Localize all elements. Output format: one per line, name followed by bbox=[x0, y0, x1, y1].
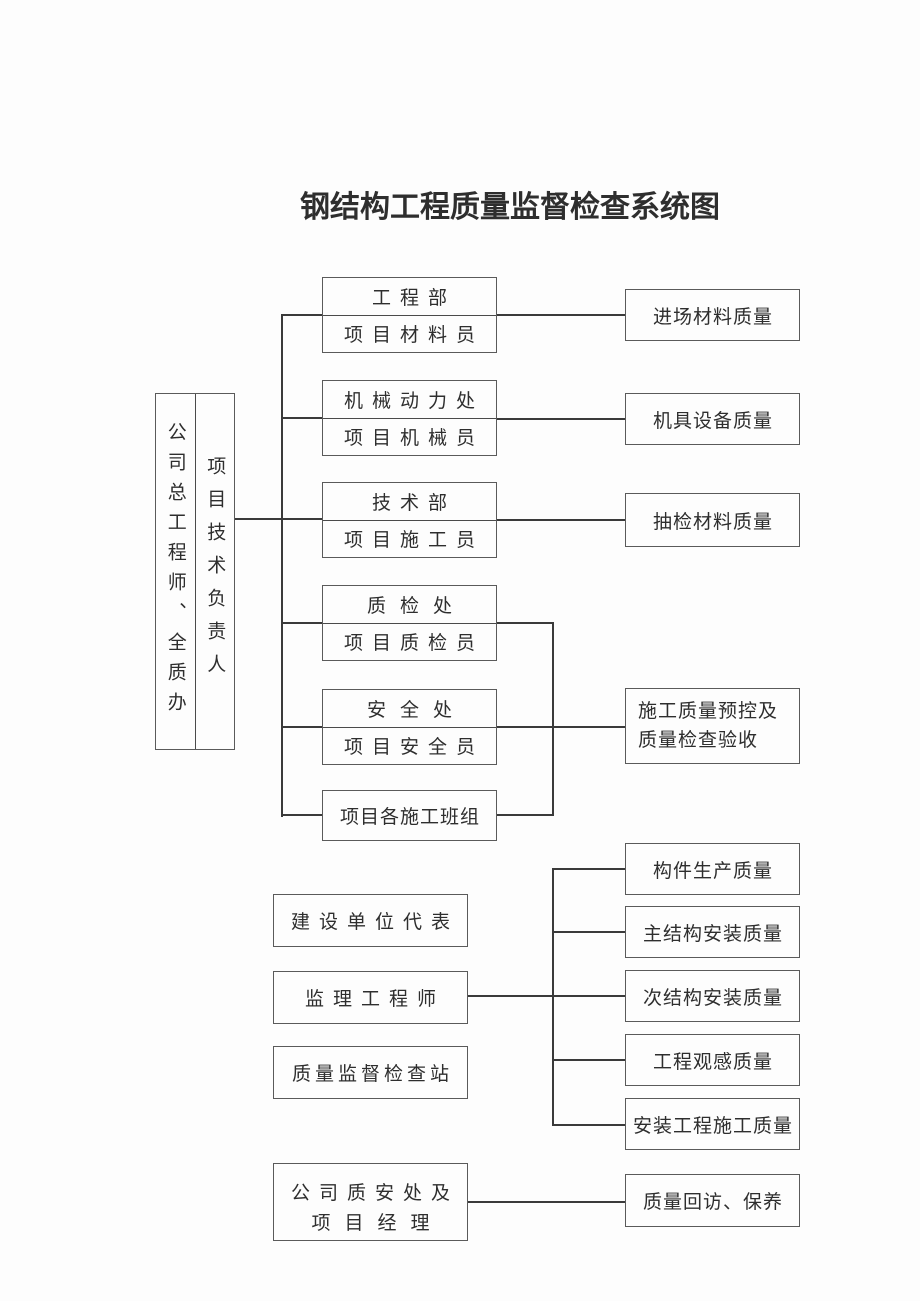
box-engineering-dept: 工程部 项目材料员 bbox=[322, 277, 497, 353]
quality-label: 抽检材料质量 bbox=[652, 511, 773, 533]
quality-label: 施工质量预控及质量检查验收 bbox=[638, 700, 779, 751]
box-return-visit-maintenance: 质量回访、保养 bbox=[625, 1174, 800, 1227]
box-safety-dept: 安全处 项目安全员 bbox=[322, 689, 497, 765]
supervision-label: 建设单位代表 bbox=[290, 912, 459, 933]
connector-line bbox=[235, 518, 322, 520]
box-precontrol-acceptance: 施工质量预控及质量检查验收 bbox=[625, 688, 800, 764]
quality-label: 工程观感质量 bbox=[652, 1051, 773, 1073]
connector-line bbox=[497, 418, 625, 420]
supervision-label: 监理工程师 bbox=[304, 989, 445, 1010]
chief-engineer-column: 公司总工程师、全质办 bbox=[156, 394, 196, 749]
connector-line bbox=[281, 314, 322, 316]
diagram-title: 钢结构工程质量监督检查系统图 bbox=[300, 191, 720, 224]
dept-name-row: 技术部 bbox=[323, 483, 496, 521]
dept-name-row: 机械动力处 bbox=[323, 381, 496, 419]
quality-label: 构件生产质量 bbox=[652, 860, 773, 882]
connector-line bbox=[468, 1201, 625, 1203]
dept-name-row: 工程部 bbox=[323, 278, 496, 316]
role-name-row: 项目材料员 bbox=[343, 325, 484, 347]
connector-line bbox=[552, 1059, 625, 1061]
connector-line bbox=[552, 868, 625, 870]
project-tech-lead-label: 项目技术负责人 bbox=[204, 456, 226, 687]
connector-line bbox=[497, 622, 554, 624]
box-appearance-quality: 工程观感质量 bbox=[625, 1034, 800, 1086]
role-name-row: 项目安全员 bbox=[343, 737, 484, 759]
box-main-structure-quality: 主结构安装质量 bbox=[625, 906, 800, 958]
connector-line bbox=[552, 868, 554, 1126]
connector-line bbox=[552, 622, 554, 816]
supervision-label-line1: 公司质安处及 bbox=[290, 1182, 459, 1204]
quality-label: 进场材料质量 bbox=[652, 306, 773, 328]
connector-line bbox=[281, 417, 322, 419]
box-equipment-quality: 机具设备质量 bbox=[625, 393, 800, 445]
quality-label: 质量回访、保养 bbox=[642, 1192, 783, 1213]
dept-name-row: 质检处 bbox=[323, 586, 496, 624]
connector-line bbox=[497, 726, 625, 728]
dept-name-row: 安全处 bbox=[323, 690, 496, 728]
quality-label: 次结构安装质量 bbox=[642, 987, 783, 1009]
quality-label: 安装工程施工质量 bbox=[632, 1115, 793, 1137]
box-incoming-material-quality: 进场材料质量 bbox=[625, 289, 800, 341]
quality-label: 机具设备质量 bbox=[652, 410, 773, 432]
box-installation-construction-quality: 安装工程施工质量 bbox=[625, 1098, 800, 1150]
crew-label: 项目各施工班组 bbox=[339, 807, 480, 828]
box-company-qa-project-manager: 公司质安处及 项目经理 bbox=[273, 1163, 468, 1241]
role-name-row: 项目施工员 bbox=[343, 530, 484, 552]
project-tech-lead-column: 项目技术负责人 bbox=[196, 394, 235, 749]
supervision-label: 质量监督检查站 bbox=[291, 1064, 453, 1085]
connector-line bbox=[497, 814, 554, 816]
connector-line bbox=[552, 931, 625, 933]
chief-engineer-label: 公司总工程师、全质办 bbox=[164, 421, 186, 722]
connector-line bbox=[281, 814, 322, 816]
box-inspection-station: 质量监督检查站 bbox=[273, 1046, 468, 1099]
quality-label: 主结构安装质量 bbox=[642, 923, 783, 945]
box-construction-crews: 项目各施工班组 bbox=[322, 790, 497, 841]
connector-line bbox=[281, 314, 283, 817]
connector-line bbox=[468, 995, 625, 997]
connector-line bbox=[552, 1124, 625, 1126]
role-name-row: 项目机械员 bbox=[343, 428, 484, 450]
role-name-row: 项目质检员 bbox=[343, 633, 484, 655]
supervision-label-line2: 项目经理 bbox=[311, 1212, 444, 1234]
box-chief-engineer-panel: 公司总工程师、全质办 项目技术负责人 bbox=[155, 393, 235, 750]
connector-line bbox=[281, 622, 322, 624]
box-machinery-dept: 机械动力处 项目机械员 bbox=[322, 380, 497, 456]
box-secondary-structure-quality: 次结构安装质量 bbox=[625, 970, 800, 1022]
connector-line bbox=[281, 726, 322, 728]
box-component-production-quality: 构件生产质量 bbox=[625, 843, 800, 895]
box-technical-dept: 技术部 项目施工员 bbox=[322, 482, 497, 558]
box-supervising-engineer: 监理工程师 bbox=[273, 971, 468, 1024]
connector-line bbox=[497, 314, 625, 316]
connector-line bbox=[497, 519, 625, 521]
box-owner-representative: 建设单位代表 bbox=[273, 894, 468, 947]
box-sampling-material-quality: 抽检材料质量 bbox=[625, 493, 800, 547]
box-quality-inspection-dept: 质检处 项目质检员 bbox=[322, 585, 497, 661]
